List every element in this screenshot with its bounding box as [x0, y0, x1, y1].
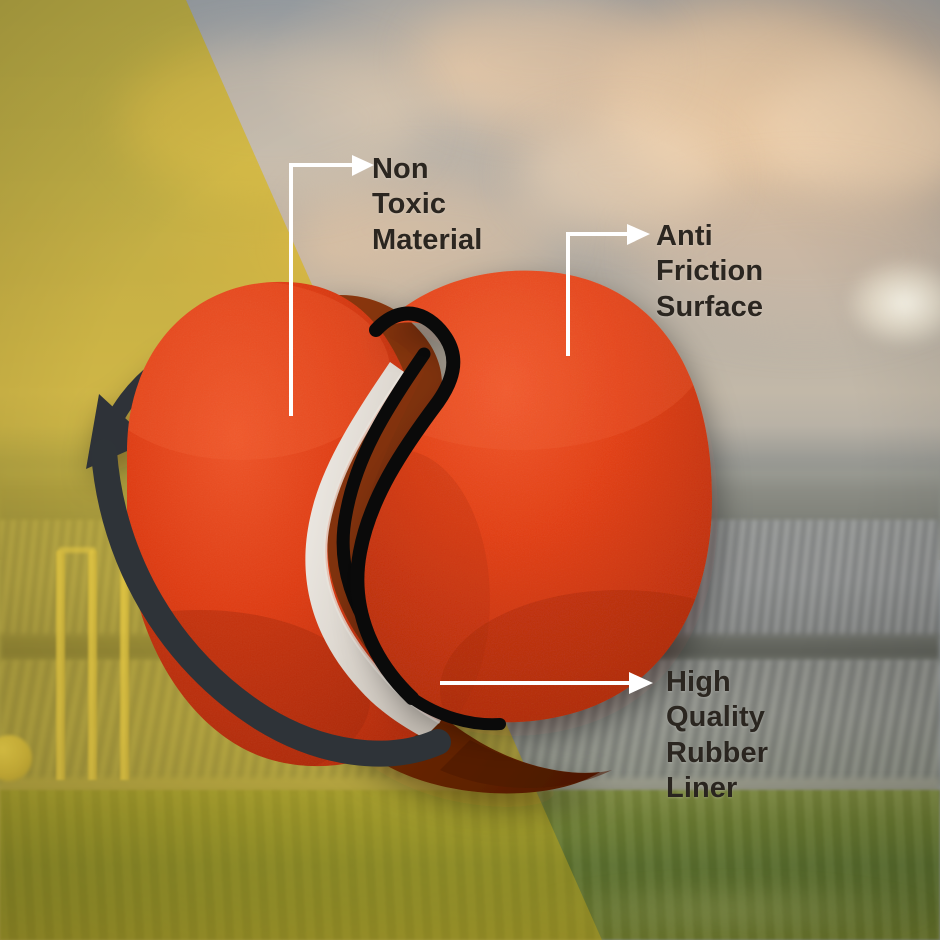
leader-line-non-toxic: [289, 155, 374, 416]
callout-label-non-toxic-material: Non Toxic Material: [372, 153, 483, 256]
cloud: [420, 0, 660, 120]
rotation-arrow-front-icon: [91, 439, 451, 767]
cloud: [520, 120, 720, 230]
cloud: [760, 60, 940, 200]
leader-line-anti-friction: [566, 224, 650, 356]
floodlight-icon: [845, 258, 940, 348]
cloud: [300, 170, 560, 290]
seam-line-right: [350, 306, 506, 731]
leader-line-rubber-liner: [440, 672, 653, 694]
callout-label-high-quality-rubber-liner: High Quality Rubber Liner: [666, 666, 769, 805]
callout-label-anti-friction-surface: Anti Friction Surface: [656, 220, 764, 323]
